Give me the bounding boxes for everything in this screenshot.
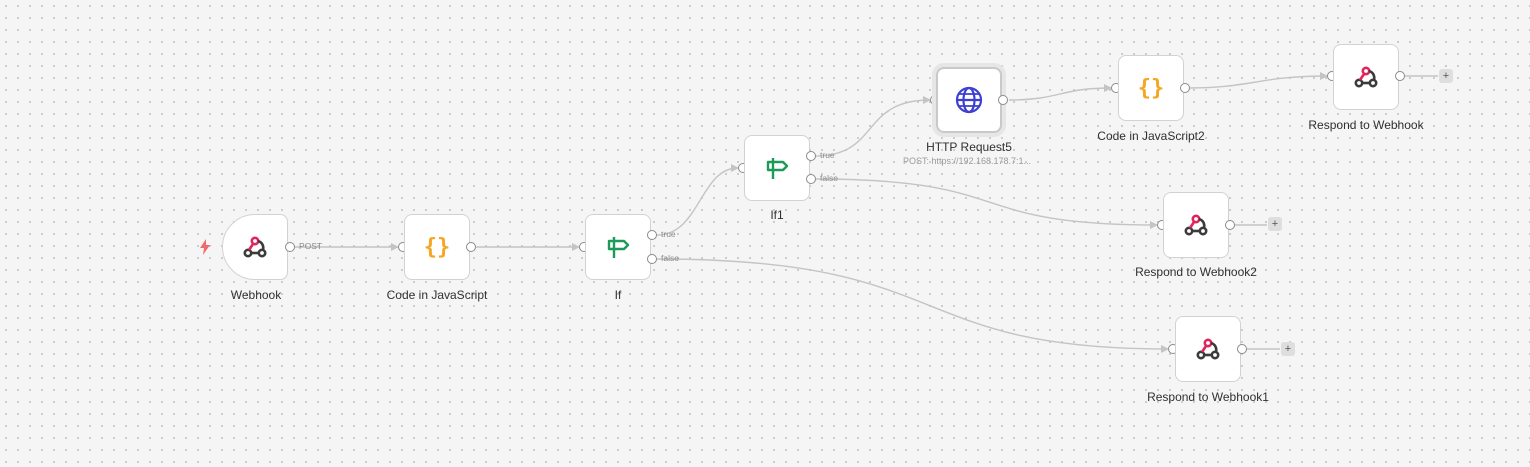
- node-if1-output-false-port[interactable]: [806, 174, 816, 184]
- svg-text:{}: {}: [1138, 76, 1165, 101]
- node-if-output-false-label: false: [661, 253, 679, 263]
- signpost-icon: [607, 237, 630, 258]
- node-http-title: HTTP Request5: [926, 140, 1012, 154]
- add-node-button[interactable]: +: [1439, 69, 1453, 83]
- node-if1-output-true-label: true: [820, 150, 835, 160]
- webhook-icon: [243, 236, 267, 258]
- node-respond1-output-port[interactable]: [1237, 344, 1247, 354]
- node-respond2-title: Respond to Webhook2: [1135, 265, 1257, 279]
- edge-if-true-if1[interactable]: [656, 164, 739, 236]
- add-node-button[interactable]: +: [1281, 342, 1295, 356]
- node-code-output-port[interactable]: [466, 242, 476, 252]
- node-respond-to-webhook[interactable]: [1333, 44, 1399, 110]
- node-code2-output-port[interactable]: [1180, 83, 1190, 93]
- signpost-icon: [766, 158, 789, 179]
- edge-code2-respond[interactable]: [1189, 72, 1328, 89]
- add-node-button[interactable]: +: [1268, 217, 1282, 231]
- node-if-output-true-label: true: [661, 229, 676, 239]
- node-code-title: Code in JavaScript: [386, 288, 488, 302]
- node-http-subtitle: POST: https://192.168.178.7:1...: [902, 156, 1032, 166]
- node-webhook[interactable]: [222, 214, 288, 280]
- node-code2-title: Code in JavaScript2: [1097, 129, 1205, 143]
- node-if1[interactable]: [744, 135, 810, 201]
- code-braces-icon: {}: [1138, 76, 1165, 101]
- code-braces-icon: {}: [424, 235, 451, 260]
- node-respond-output-port[interactable]: [1395, 71, 1405, 81]
- node-code-in-javascript[interactable]: {}: [404, 214, 470, 280]
- webhook-icon: [1354, 66, 1378, 88]
- node-webhook-output-label: POST: [299, 241, 323, 251]
- node-if-title: If: [614, 288, 622, 302]
- node-if1-output-true-port[interactable]: [806, 151, 816, 161]
- node-webhook-output-port[interactable]: [285, 242, 295, 252]
- webhook-icon: [1196, 338, 1220, 360]
- webhook-icon: [1184, 214, 1208, 236]
- node-respond-title: Respond to Webhook: [1308, 118, 1424, 132]
- node-if-output-true-port[interactable]: [647, 230, 657, 240]
- node-http-request5[interactable]: [936, 67, 1002, 133]
- node-if-output-false-port[interactable]: [647, 254, 657, 264]
- trigger-bolt-icon: [200, 239, 210, 255]
- node-if[interactable]: [585, 214, 651, 280]
- node-respond2-output-port[interactable]: [1225, 220, 1235, 230]
- edge-if-false-respond1[interactable]: [656, 258, 1169, 353]
- node-webhook-title: Webhook: [230, 288, 282, 302]
- edge-http-code2[interactable]: [1008, 84, 1112, 101]
- node-respond-to-webhook2[interactable]: [1163, 192, 1229, 258]
- node-respond1-title: Respond to Webhook1: [1147, 390, 1269, 404]
- node-respond-to-webhook1[interactable]: [1175, 316, 1241, 382]
- svg-text:{}: {}: [424, 235, 451, 260]
- globe-icon: [955, 86, 983, 114]
- node-http-output-port[interactable]: [998, 95, 1008, 105]
- node-code-in-javascript2[interactable]: {}: [1118, 55, 1184, 121]
- node-if1-output-false-label: false: [820, 173, 838, 183]
- node-if1-title: If1: [770, 208, 784, 222]
